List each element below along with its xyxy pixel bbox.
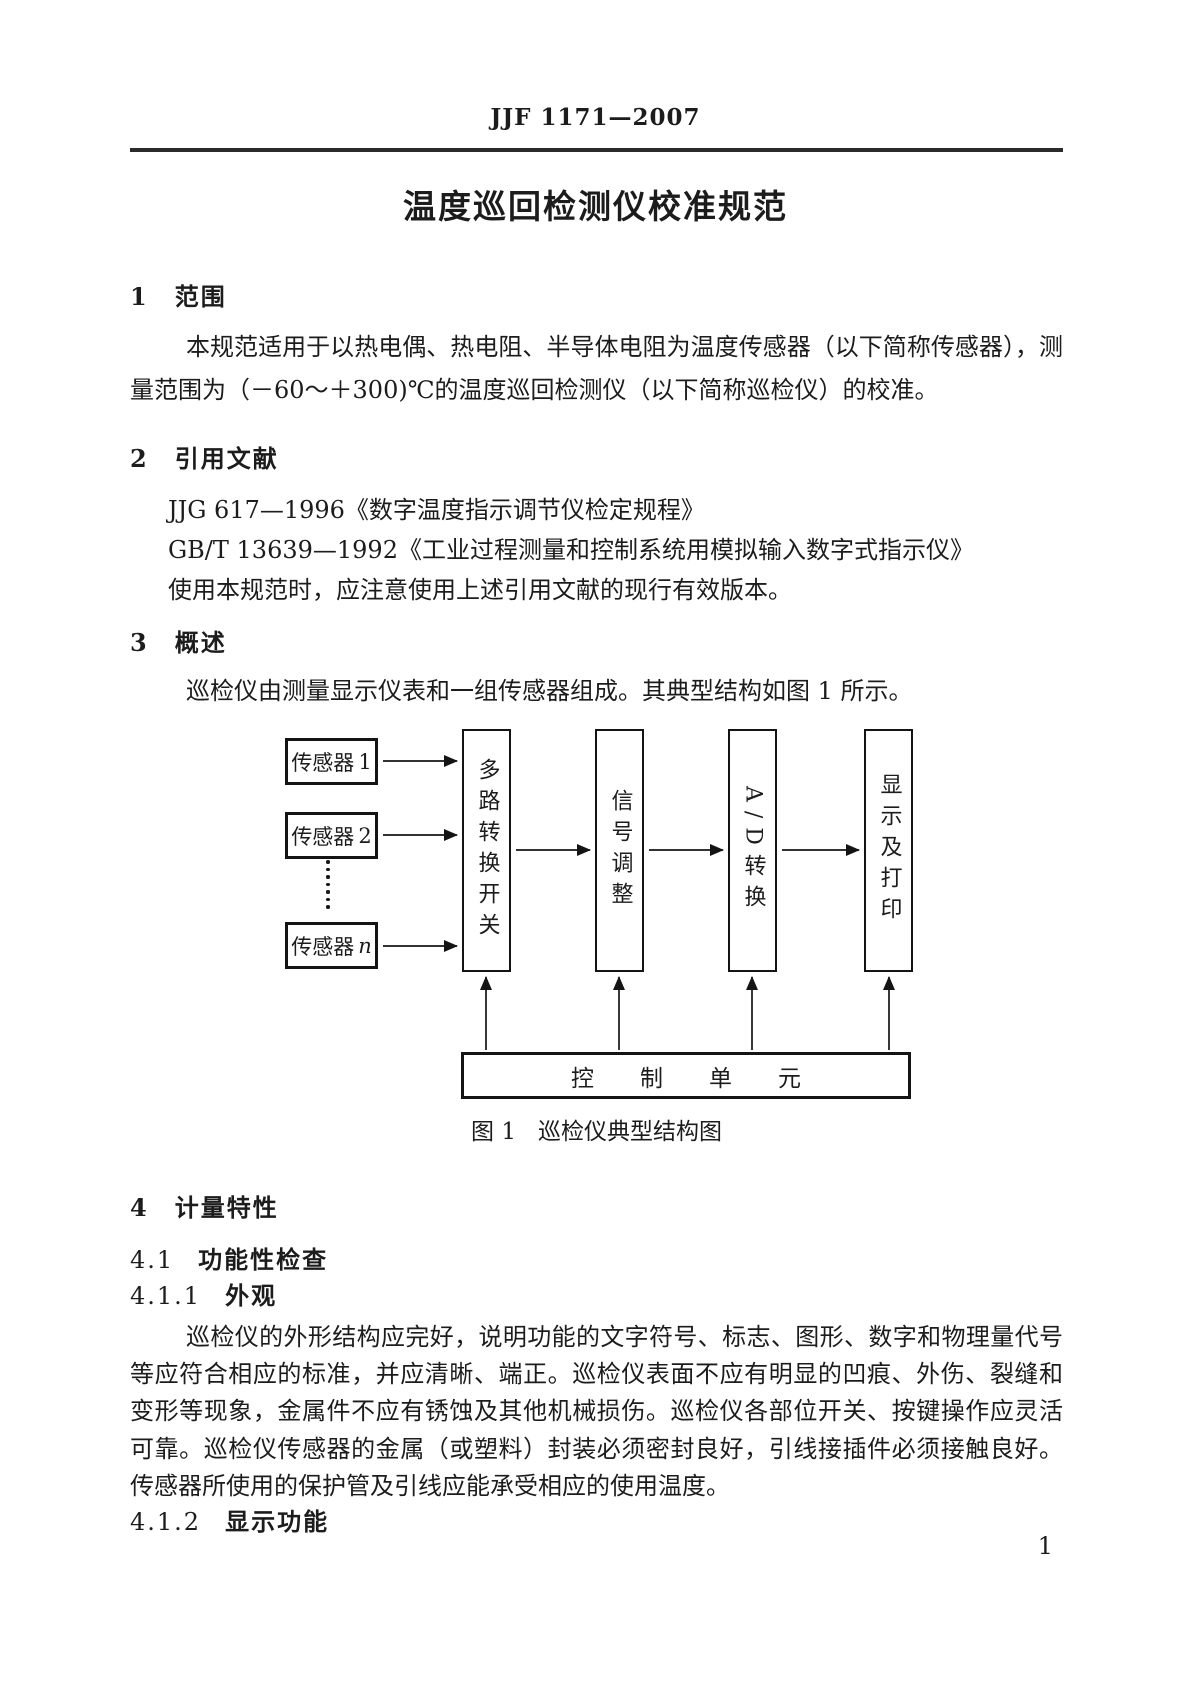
control-unit-label: 控制单元	[571, 1065, 847, 1092]
section-1-paragraph: 本规范适用于以热电偶、热电阻、半导体电阻为温度传感器（以下简称传感器），测量范围…	[130, 333, 1063, 404]
section-3-number: 3	[130, 628, 147, 657]
stage-multiplexer-box: 多路转换开关	[462, 729, 511, 972]
section-2-number: 2	[130, 444, 147, 473]
header-rule	[130, 148, 1063, 152]
stage-signal-conditioning-label: 信号调整	[607, 788, 633, 913]
section-4-1-2-label: 显示功能	[225, 1508, 330, 1537]
document-body: 1 范围 本规范适用于以热电偶、热电阻、半导体电阻为温度传感器（以下简称传感器），…	[0, 282, 1191, 1537]
reference-item: JJG 617—1996《数字温度指示调节仪检定规程》	[168, 496, 705, 524]
section-1-label: 范围	[174, 283, 227, 311]
section-3-paragraph: 巡检仪由测量显示仪表和一组传感器组成。其典型结构如图 1 所示。	[186, 677, 913, 705]
vertical-ellipsis	[326, 860, 330, 909]
reference-item: GB/T 13639—1992《工业过程测量和控制系统用模拟输入数字式指示仪》	[168, 536, 974, 564]
stage-display-print-label: 显示及打印	[876, 773, 902, 928]
section-4-1-2-number: 4.1.2	[130, 1508, 202, 1537]
section-4-1-1-paragraph: 巡检仪的外形结构应完好，说明功能的文字符号、标志、图形、数字和物理量代号等应符合…	[130, 1323, 1063, 1500]
stage-ad-converter-label: A/D转换	[740, 785, 766, 916]
sensor-n-label: 传感器	[291, 934, 355, 959]
sensor-2-index: 2	[358, 823, 372, 848]
section-4-1-2-heading: 4.1.2 显示功能	[130, 1507, 1063, 1537]
stage-display-print-box: 显示及打印	[864, 729, 913, 972]
section-4-heading: 4 计量特性	[130, 1193, 1063, 1223]
section-2-heading: 2 引用文献	[130, 444, 1063, 474]
page-number: 1	[1037, 1532, 1053, 1560]
control-unit-box: 控制单元	[461, 1052, 911, 1099]
section-3-heading: 3 概述	[130, 628, 1063, 658]
figure-number: 图 1	[471, 1119, 516, 1145]
section-4-1-1-label: 外观	[225, 1282, 278, 1310]
figure-1-caption: 图 1 巡检仪典型结构图	[130, 1117, 1063, 1147]
section-4-1-1-heading: 4.1.1 外观	[130, 1281, 1063, 1311]
sensor-n-index: n	[358, 933, 372, 958]
stage-ad-converter-box: A/D转换	[728, 729, 777, 972]
section-4-label: 计量特性	[174, 1194, 279, 1222]
page-title: 温度巡回检测仪校准规范	[403, 187, 788, 226]
document-code: JJF 1171—2007	[490, 104, 701, 131]
figure-title: 巡检仪典型结构图	[537, 1119, 722, 1145]
stage-multiplexer-label: 多路转换开关	[474, 757, 500, 944]
section-1-heading: 1 范围	[130, 282, 1063, 312]
sensor-1-label: 传感器	[291, 750, 355, 775]
section-4-1-number: 4.1	[130, 1246, 175, 1274]
section-4-1-1-number: 4.1.1	[130, 1282, 202, 1310]
section-4-1-heading: 4.1 功能性检查	[130, 1245, 1063, 1275]
diagram-arrows	[383, 755, 895, 1050]
sensor-1-index: 1	[358, 749, 372, 774]
section-4-1-label: 功能性检查	[198, 1246, 329, 1274]
sensor-2-label: 传感器	[291, 824, 355, 849]
reference-list: JJG 617—1996《数字温度指示调节仪检定规程》 GB/T 13639—1…	[130, 490, 1063, 610]
stage-signal-conditioning-box: 信号调整	[595, 729, 644, 972]
section-2-label: 引用文献	[174, 445, 279, 473]
section-1-number: 1	[130, 282, 147, 311]
reference-item: 使用本规范时，应注意使用上述引用文献的现行有效版本。	[168, 576, 792, 604]
section-4-number: 4	[130, 1193, 147, 1222]
section-3-label: 概述	[174, 629, 227, 657]
